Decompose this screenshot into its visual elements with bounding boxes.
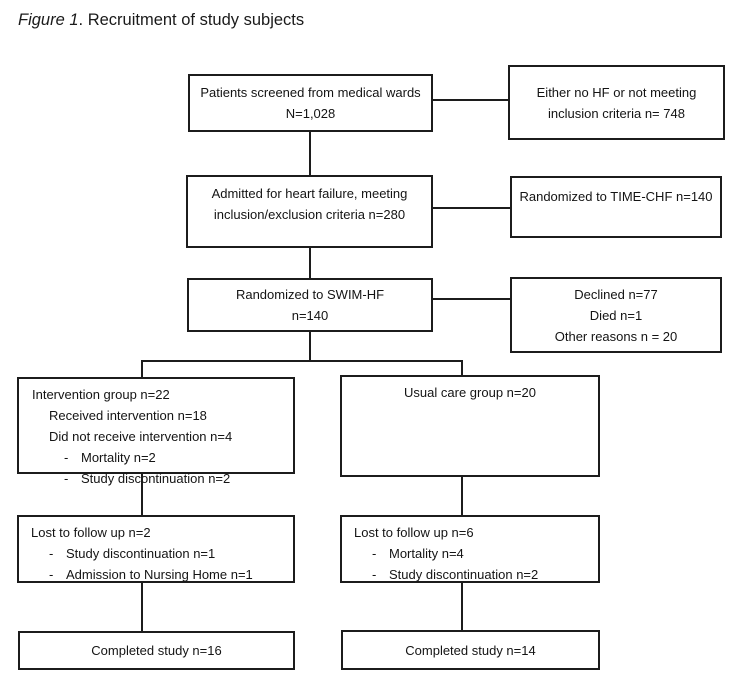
connector-split-horizontal — [141, 360, 463, 362]
box-line: Did not receive intervention n=4 — [49, 429, 233, 444]
box-line: Usual care group n=20 — [404, 385, 536, 400]
box-bullet-line: - Study discontinuation n=2 — [342, 564, 598, 585]
box-declined-died-other: Declined n=77 Died n=1 Other reasons n =… — [510, 277, 722, 353]
box-usual-care-group: Usual care group n=20 — [340, 375, 600, 477]
dash-bullet: - — [372, 546, 377, 561]
box-randomized-swimhf: Randomized to SWIM-HF n=140 — [187, 278, 433, 332]
box-randomized-timechf: Randomized to TIME-CHF n=140 — [510, 176, 722, 238]
box-line: Died n=1 — [589, 307, 643, 323]
connector-intervention-to-lost — [141, 474, 143, 515]
box-bullet-line: - Mortality n=2 — [19, 447, 293, 468]
figure-title: Figure 1. Recruitment of study subjects — [18, 11, 304, 30]
box-line: Intervention group n=22 — [32, 387, 170, 402]
connector-admitted-to-swimhf — [309, 248, 311, 278]
bullet-text: Admission to Nursing Home n=1 — [66, 567, 253, 582]
connector-split-to-intervention — [141, 360, 143, 377]
bullet-text: Study discontinuation n=2 — [81, 471, 231, 486]
box-line: N=1,028 — [285, 106, 336, 121]
dash-bullet: - — [64, 471, 69, 486]
box-line: inclusion/exclusion criteria n=280 — [213, 207, 406, 222]
box-line: Patients screened from medical wards — [200, 85, 421, 100]
connector-swimhf-down — [309, 332, 311, 361]
dash-bullet: - — [64, 450, 69, 465]
box-patients-screened: Patients screened from medical wards N=1… — [188, 74, 433, 132]
connector-swimhf-to-declined — [433, 298, 510, 300]
box-line: inclusion criteria n= 748 — [548, 105, 685, 121]
figure-title-prefix: Figure 1 — [18, 11, 79, 29]
box-completed-intervention: Completed study n=16 — [18, 631, 295, 670]
connector-split-to-usualcare — [461, 360, 463, 375]
box-line: n=140 — [291, 308, 329, 323]
box-excluded-no-hf: Either no HF or not meeting inclusion cr… — [508, 65, 725, 140]
bullet-text: Mortality n=2 — [81, 450, 156, 465]
box-bullet-line: - Admission to Nursing Home n=1 — [19, 564, 293, 585]
connector-lost-to-completed-left — [141, 583, 143, 631]
box-line: Declined n=77 — [574, 286, 658, 302]
box-line: Randomized to SWIM-HF — [235, 287, 385, 302]
box-line: Either no HF or not meeting — [536, 84, 697, 100]
connector-usualcare-to-lost — [461, 477, 463, 515]
box-line: Randomized to TIME-CHF n=140 — [519, 189, 713, 204]
box-completed-usualcare: Completed study n=14 — [341, 630, 600, 670]
connector-screened-to-excluded — [433, 99, 508, 101]
box-line: Received intervention n=18 — [49, 408, 207, 423]
dash-bullet: - — [49, 546, 54, 561]
bullet-text: Study discontinuation n=2 — [389, 567, 539, 582]
box-lost-followup-intervention: Lost to follow up n=2 - Study discontinu… — [17, 515, 295, 583]
box-bullet-line: - Study discontinuation n=2 — [19, 468, 293, 489]
box-intervention-group: Intervention group n=22 Received interve… — [17, 377, 295, 486]
box-line: Other reasons n = 20 — [554, 328, 678, 344]
box-line: Completed study n=14 — [405, 642, 536, 658]
box-admitted-hf: Admitted for heart failure, meeting incl… — [186, 175, 433, 248]
connector-lost-to-completed-right — [461, 583, 463, 630]
connector-admitted-to-timechf — [433, 207, 510, 209]
bullet-text: Mortality n=4 — [389, 546, 464, 561]
box-line: Admitted for heart failure, meeting — [211, 186, 408, 201]
figure-title-text: . Recruitment of study subjects — [78, 11, 305, 29]
box-bullet-line: - Mortality n=4 — [342, 543, 598, 564]
dash-bullet: - — [49, 567, 54, 582]
connector-screened-to-admitted — [309, 132, 311, 175]
box-bullet-line: - Study discontinuation n=1 — [19, 543, 293, 564]
bullet-text: Study discontinuation n=1 — [66, 546, 216, 561]
box-lost-followup-usualcare: Lost to follow up n=6 - Mortality n=4 - … — [340, 515, 600, 583]
box-line: Completed study n=16 — [91, 643, 222, 658]
box-line: Lost to follow up n=2 — [31, 525, 151, 540]
dash-bullet: - — [372, 567, 377, 582]
box-line: Lost to follow up n=6 — [354, 525, 474, 540]
